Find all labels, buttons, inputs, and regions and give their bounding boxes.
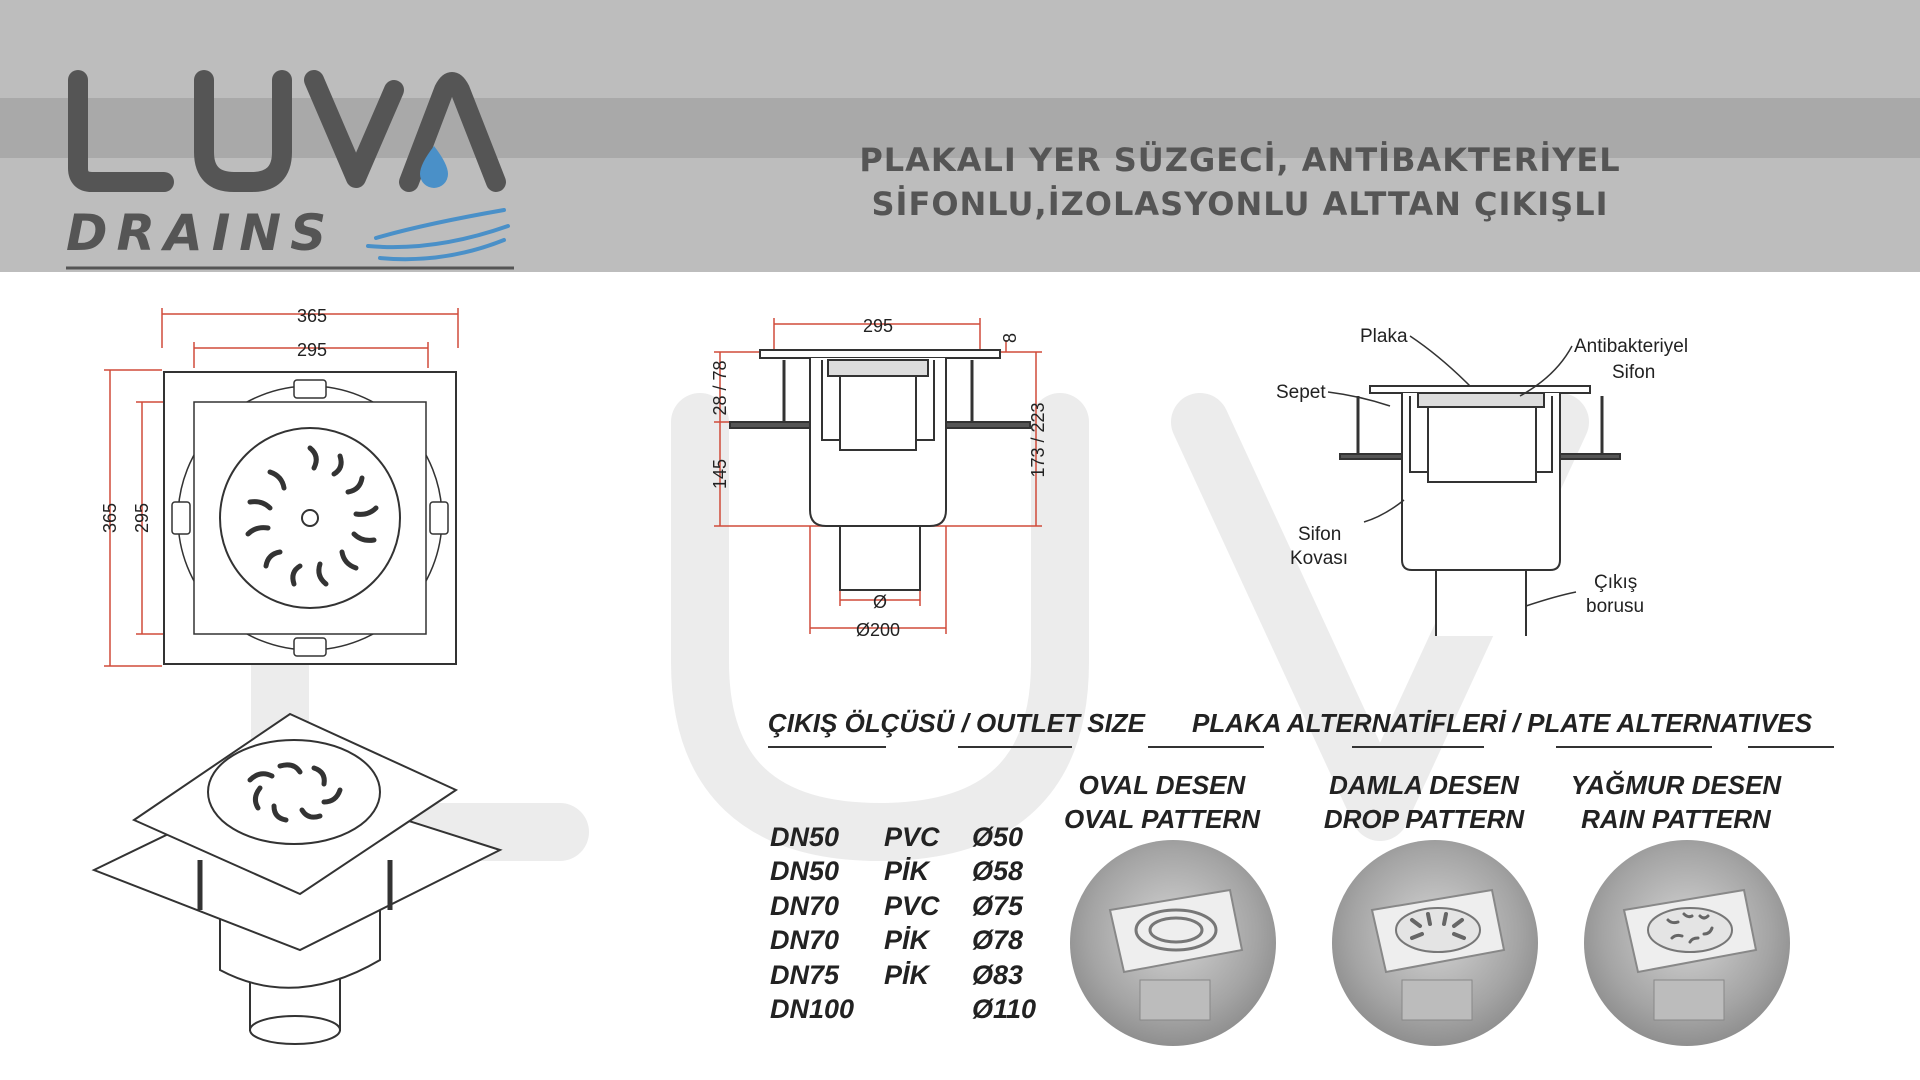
plates-underline-1 xyxy=(1148,746,1264,748)
dim-total-height: 173 / 223 xyxy=(1028,402,1048,477)
dim-lower-height: 145 xyxy=(710,459,730,489)
dim-outlet-diameter: Ø xyxy=(873,592,887,612)
section-view-drawing: 295 8 28 / 78 145 173 / 223 Ø Ø200 xyxy=(710,316,1048,640)
label-cikis-borusu: borusu xyxy=(1586,596,1644,617)
dim-inner-height: 295 xyxy=(132,503,152,533)
dim-plate-thickness: 8 xyxy=(1000,333,1020,343)
label-sifon: Sifon xyxy=(1298,524,1341,545)
label-cikis: Çıkış xyxy=(1594,572,1637,593)
plates-underline-3 xyxy=(1556,746,1712,748)
dim-outer-height: 365 xyxy=(100,503,120,533)
outlet-heading: ÇIKIŞ ÖLÇÜSÜ / OUTLET SIZE xyxy=(768,708,1146,738)
rain-pattern-photo xyxy=(1584,840,1790,1046)
dim-inner-width: 295 xyxy=(297,340,327,360)
plates-underline-2 xyxy=(1352,746,1484,748)
title-line-2: SİFONLU,İZOLASYONLU ALTTAN ÇIKIŞLI xyxy=(871,185,1609,223)
label-antibakteriyel-sifon: Sifon xyxy=(1612,362,1655,383)
outlet-underline-1 xyxy=(768,746,886,748)
title-line-1: PLAKALI YER SÜZGECİ, ANTİBAKTERİYEL xyxy=(859,141,1621,179)
water-drop-icon xyxy=(420,146,448,188)
label-sepet: Sepet xyxy=(1276,382,1326,403)
brand-sub: DRAINS xyxy=(66,204,335,262)
page-title: PLAKALI YER SÜZGECİ, ANTİBAKTERİYEL SİFO… xyxy=(740,138,1740,226)
label-plaka: Plaka xyxy=(1360,326,1408,347)
brand-logo: DRAINS xyxy=(66,70,514,270)
outlet-underline-2 xyxy=(958,746,1072,748)
label-sifon-kovasi: Kovası xyxy=(1290,548,1348,569)
wave-icon xyxy=(366,208,510,262)
dim-upper-height: 28 / 78 xyxy=(710,360,730,415)
plan-view-drawing: 365 295 365 295 xyxy=(100,306,459,667)
plates-heading: PLAKA ALTERNATİFLERİ / PLATE ALTERNATIVE… xyxy=(1192,708,1813,738)
labeled-section-drawing: Plaka Antibakteriyel Sifon Sepet Sifon K… xyxy=(1276,326,1688,636)
dim-body-diameter: Ø200 xyxy=(856,620,900,640)
label-antibakteriyel: Antibakteriyel xyxy=(1574,336,1688,357)
dim-outer-width: 365 xyxy=(297,306,327,326)
oval-pattern-photo xyxy=(1070,840,1276,1046)
plates-underline-4 xyxy=(1748,746,1834,748)
dim-top-width: 295 xyxy=(863,316,893,336)
drop-pattern-photo xyxy=(1332,840,1538,1046)
isometric-drawing xyxy=(91,712,503,1045)
